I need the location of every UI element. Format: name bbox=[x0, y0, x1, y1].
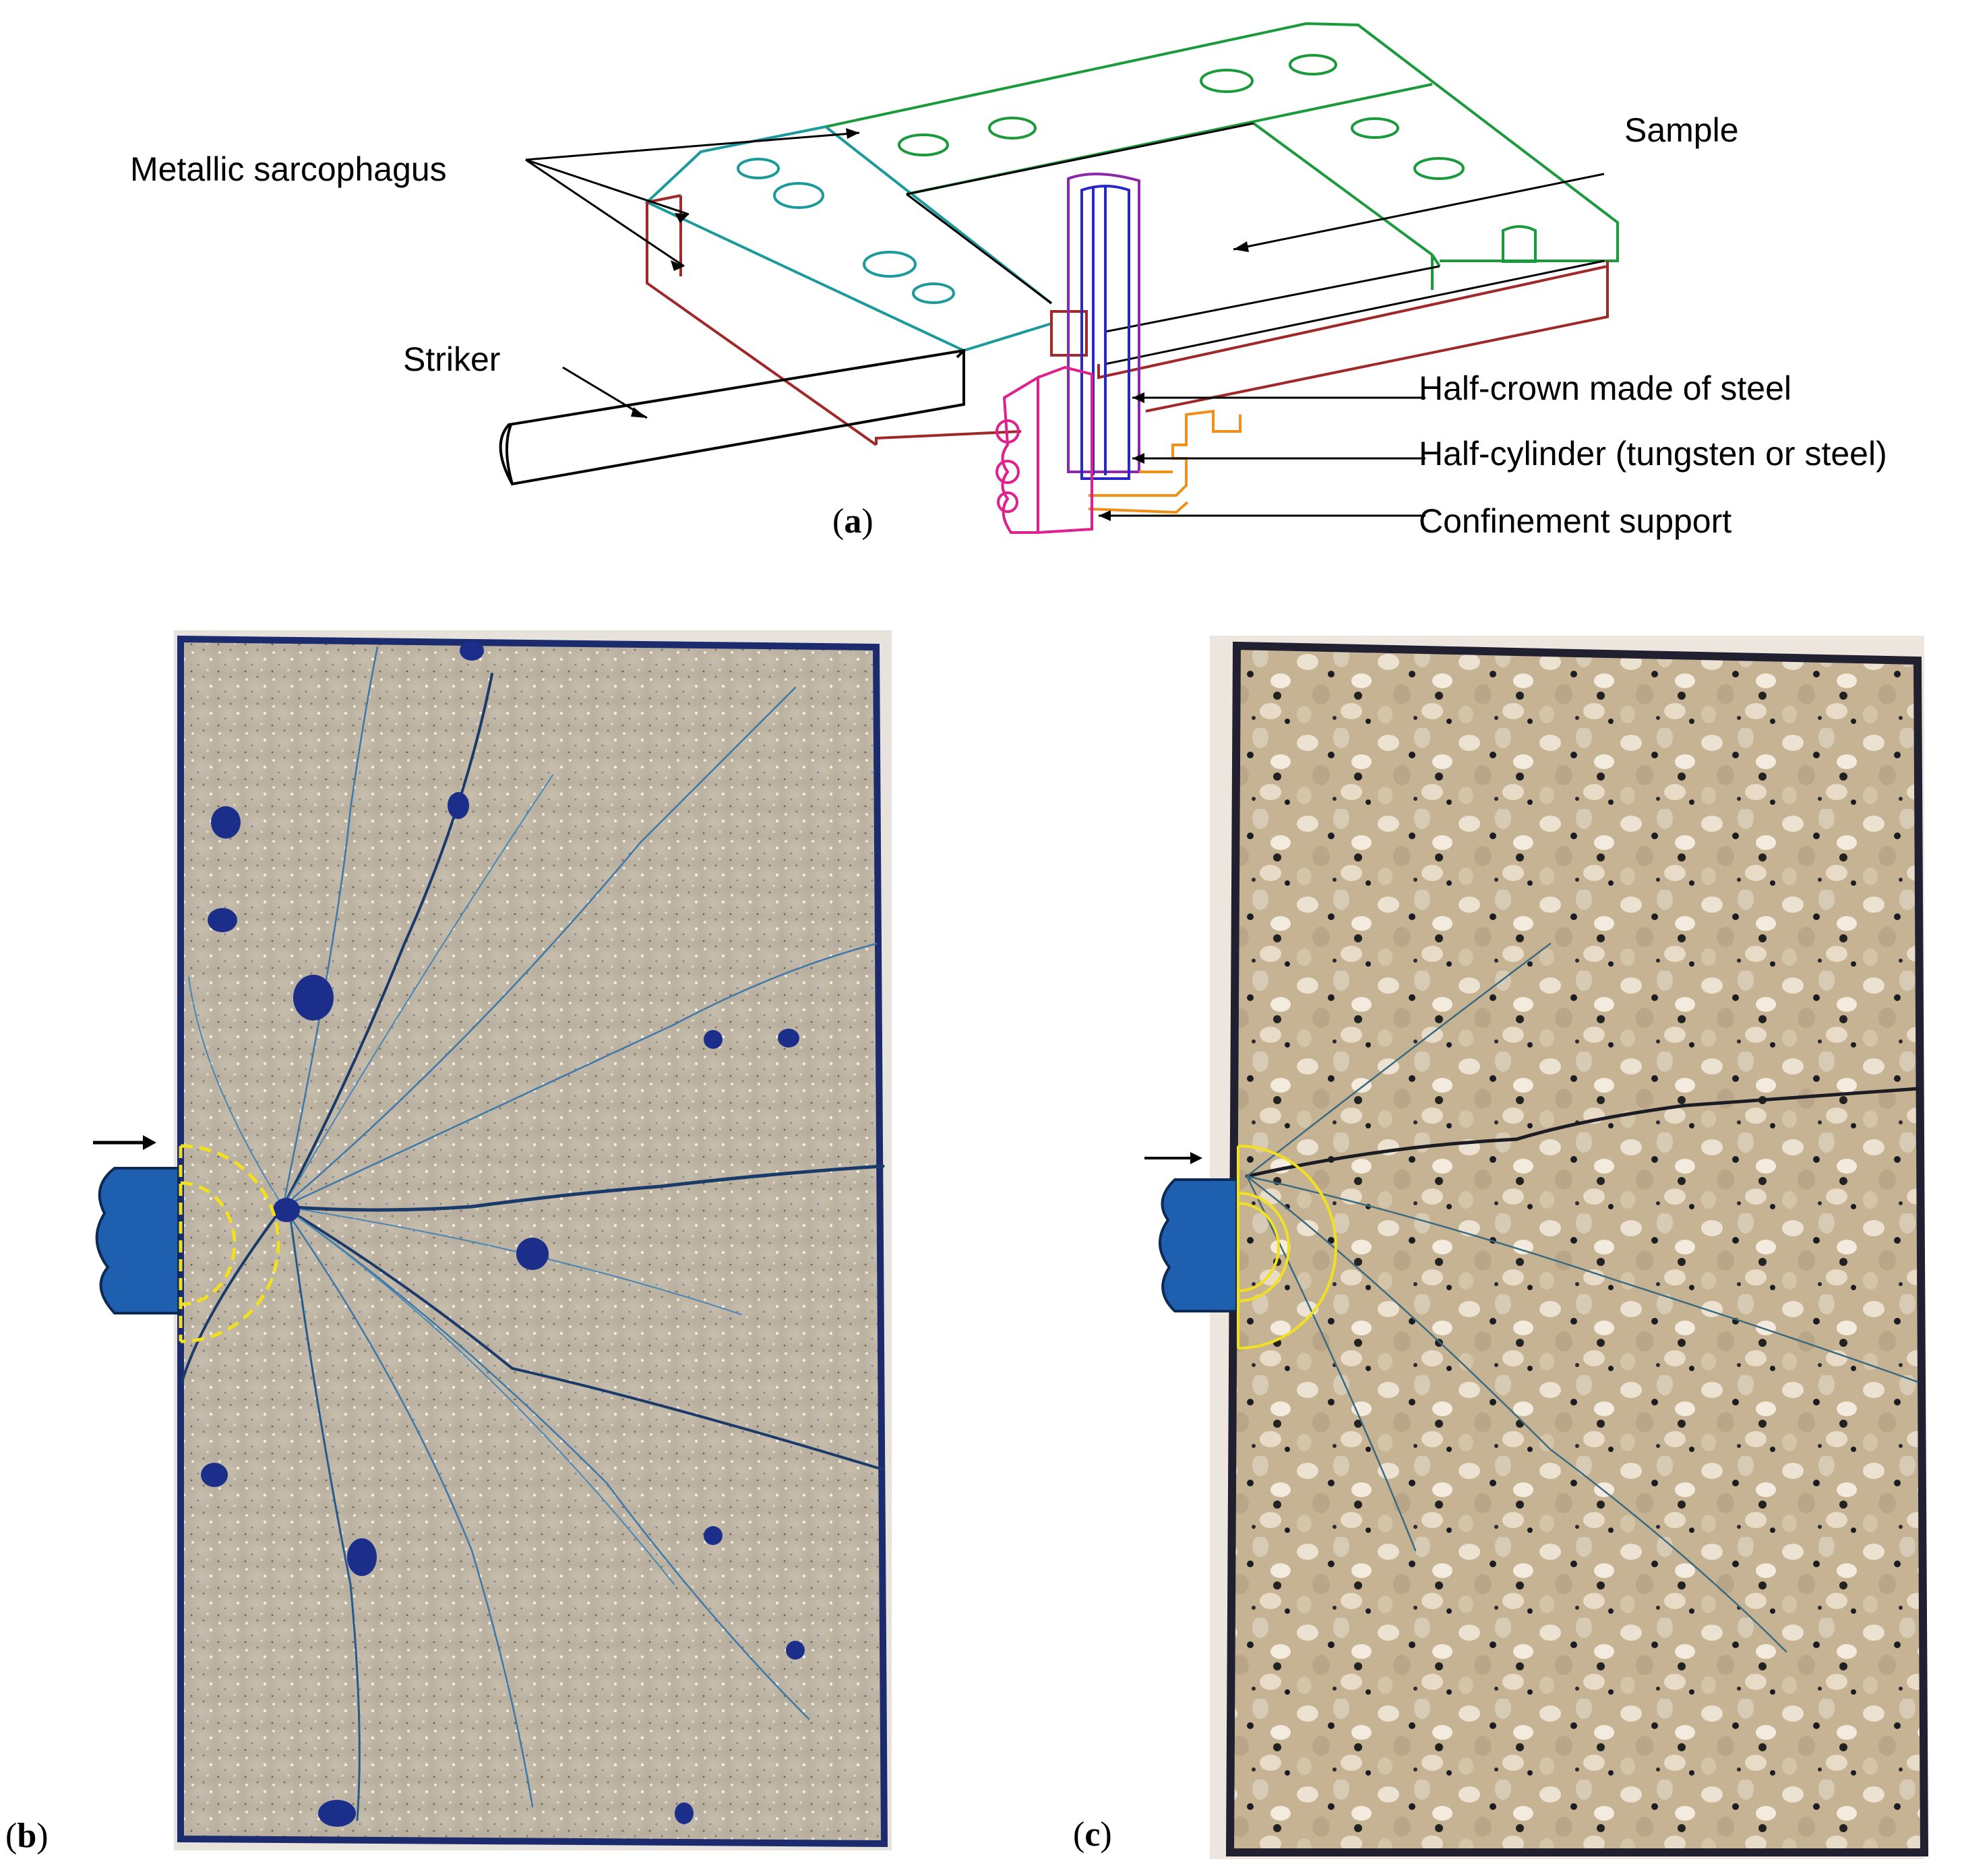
label-half-cylinder: Half-cylinder (tungsten or steel) bbox=[1419, 435, 1887, 473]
label-metallic-sarcophagus: Metallic sarcophagus bbox=[130, 150, 447, 188]
sarcophagus-teal-plate bbox=[644, 125, 1053, 398]
half-crown-steel bbox=[1067, 173, 1140, 473]
voids-b bbox=[201, 640, 805, 1827]
sarcophagus-green-plate bbox=[825, 22, 1619, 290]
specimen-c bbox=[1225, 641, 1929, 1856]
impact-arrow-c bbox=[1144, 1152, 1202, 1164]
panel-c-letter: (c) bbox=[1073, 1815, 1112, 1854]
confinement-support bbox=[1088, 409, 1241, 514]
panel-b-photo: (b) bbox=[5, 630, 892, 1855]
sarcophagus-lower-body bbox=[646, 194, 1609, 446]
leader-lines bbox=[525, 131, 1605, 517]
leader-arrowheads bbox=[631, 128, 1249, 521]
half-crown-outline-c bbox=[1237, 1145, 1337, 1350]
crack-network-b bbox=[181, 646, 885, 1821]
label-striker: Striker bbox=[403, 340, 500, 378]
label-confinement-support: Confinement support bbox=[1419, 502, 1731, 540]
label-sample: Sample bbox=[1624, 111, 1739, 149]
impact-arrow-b bbox=[93, 1135, 156, 1150]
panel-c-photo: (c) bbox=[1073, 636, 1929, 1859]
panel-a-diagram: Metallic sarcophagus Sample Striker Half… bbox=[130, 22, 1887, 541]
label-half-crown: Half-crown made of steel bbox=[1419, 369, 1791, 407]
striker-end-b bbox=[95, 1167, 180, 1314]
striker-end-c bbox=[1159, 1178, 1238, 1312]
half-crown-outline-b bbox=[179, 1144, 280, 1343]
panel-a-letter: (a) bbox=[832, 502, 873, 541]
crack-network-c bbox=[1245, 942, 1920, 1653]
half-cylinder-tungsten bbox=[1080, 185, 1130, 480]
panel-b-letter: (b) bbox=[5, 1817, 49, 1855]
magenta-block bbox=[995, 365, 1093, 535]
striker-rod bbox=[499, 349, 965, 486]
sample-edges bbox=[906, 122, 1605, 365]
